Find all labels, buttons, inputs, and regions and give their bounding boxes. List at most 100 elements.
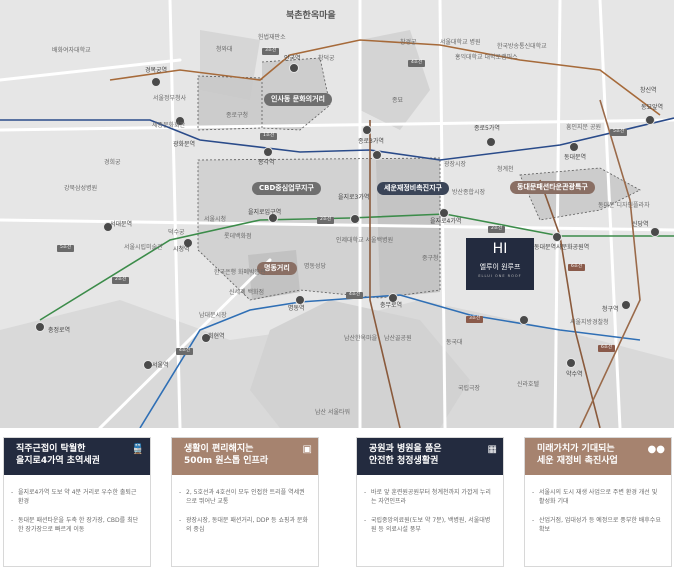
- station-label: 충정로역: [48, 327, 71, 334]
- shopping-bag-icon: ▣: [302, 444, 312, 455]
- place-label: 동대문 디자인플라자: [598, 202, 650, 209]
- place-label: 신라호텔: [517, 381, 540, 388]
- place-label: 경희궁: [104, 159, 121, 166]
- station-label: 종로5가역: [474, 125, 500, 132]
- place-label: 흥인지문 공원: [566, 124, 602, 131]
- card-item: 을지로4가역 도보 약 4분 거리로 우수한 출퇴근 환경: [11, 488, 140, 507]
- station-label: 종각역: [258, 159, 275, 166]
- station-dot: [143, 360, 153, 370]
- project-subtitle: ELLUI ONE ROOF: [478, 274, 522, 278]
- place-label: 배화여자대학교: [52, 47, 91, 54]
- card-title-line2: 세운 재정비 촉진사업: [537, 455, 618, 466]
- card-item: 산업거점, 업대성가 등 예정으로 풍부한 배후수요 확보: [532, 516, 661, 535]
- line-tag: 1호선: [260, 133, 278, 140]
- station-dot: [566, 358, 576, 368]
- place-label: 종묘: [392, 97, 404, 104]
- station-dot: [183, 238, 193, 248]
- station-label: 을지로4가역: [430, 218, 462, 225]
- place-label: 서울대학교 병원: [440, 39, 481, 46]
- station-label: 을지로입구역: [248, 209, 282, 216]
- card-header: 직주근접이 탁월한 을지로4가역 초역세권 🚆: [4, 438, 150, 475]
- place-label: 인제대학교 서울백병원: [336, 237, 394, 244]
- place-label: 청와대: [216, 46, 233, 53]
- insadong-badge: 인사동 문화의거리: [264, 93, 332, 106]
- place-label: 방산종합시장: [452, 189, 486, 196]
- station-label: 서울역: [152, 362, 169, 369]
- station-label: 동대문역: [564, 154, 587, 161]
- area-map: 북촌한옥마을 인사동 문화의거리 CBD중심업무지구 세운재정비촉진지구 동대문…: [0, 0, 674, 428]
- place-label: 서울지방경찰청: [570, 319, 609, 326]
- station-label: 서대문역: [110, 221, 133, 228]
- place-label: 덕수궁: [168, 229, 185, 236]
- place-label: 창덕궁: [318, 55, 335, 62]
- line-tag: 2호선: [112, 277, 130, 284]
- place-label: 광장시장: [444, 161, 467, 168]
- station-dot: [362, 125, 372, 135]
- place-label: 한국방송통신대학교: [497, 43, 547, 50]
- station-dot: [35, 322, 45, 332]
- station-label: 약수역: [566, 371, 583, 378]
- card-item: 2, 5호선과 4호선이 모두 인접한 트리플 역세권으로 뛰어난 교통: [179, 488, 308, 507]
- card-title-line2: 을지로4가역 초역세권: [16, 455, 100, 466]
- station-dot: [295, 295, 305, 305]
- station-label: 종로3가역: [358, 138, 384, 145]
- feature-card-future: 미래가치가 기대되는 세운 재정비 촉진사업 ●● 서울시의 도시 재생 사업으…: [524, 437, 672, 567]
- place-label: 강북삼성병원: [64, 185, 98, 192]
- card-header: 생활이 편리해지는 500m 원스톱 인프라 ▣: [172, 438, 318, 475]
- station-label: 경복궁역: [145, 67, 168, 74]
- line-tag: 2호선: [317, 217, 335, 224]
- station-label: 창신역: [640, 87, 657, 94]
- station-dot: [486, 137, 496, 147]
- station-label: 시청역: [173, 246, 190, 253]
- line-tag: 6호선: [568, 264, 586, 271]
- station-dot: [388, 293, 398, 303]
- card-item: 광장시장, 동대문 패션거리, DDP 등 쇼핑과 문화의 중심: [179, 516, 308, 535]
- card-title-line1: 공원과 병원을 품은: [369, 444, 442, 454]
- place-label: 창경궁: [400, 39, 417, 46]
- card-list: 서울시의 도시 재생 사업으로 주변 환경 개선 및 활성화 기대 산업거점, …: [525, 488, 671, 543]
- place-label: 중구청: [422, 255, 439, 262]
- place-label: 동국대: [446, 339, 463, 346]
- project-name: 엘루이 원루프: [479, 263, 521, 271]
- project-mark: HI: [492, 241, 508, 257]
- hospital-icon: ▦: [487, 444, 497, 455]
- station-label: 회현역: [208, 333, 225, 340]
- place-label: 롯데백화점: [224, 233, 252, 240]
- card-header: 미래가치가 기대되는 세운 재정비 촉진사업 ●●: [525, 438, 671, 475]
- place-label: 헌법재판소: [258, 34, 286, 41]
- project-logo: HI 엘루이 원루프 ELLUI ONE ROOF: [466, 238, 534, 290]
- cbd-badge: CBD중심업무지구: [252, 182, 321, 195]
- line-tag: 4호선: [408, 60, 426, 67]
- station-dot: [372, 150, 382, 160]
- station-dot: [151, 77, 161, 87]
- station-dot: [569, 142, 579, 152]
- station-label: 청구역: [602, 306, 619, 313]
- station-dot: [439, 208, 449, 218]
- place-label: 서울정부청사: [153, 95, 187, 102]
- place-label: 서울시청: [204, 216, 227, 223]
- card-title-line2: 500m 원스톱 인프라: [184, 455, 269, 466]
- line-tag: 5호선: [610, 129, 628, 136]
- people-icon: ●●: [647, 444, 665, 455]
- line-tag: 4호선: [346, 292, 364, 299]
- place-label: 청계천: [497, 166, 514, 173]
- feature-card-transit: 직주근접이 탁월한 을지로4가역 초역세권 🚆 을지로4가역 도보 약 4분 거…: [3, 437, 151, 567]
- station-label: 명동역: [288, 305, 305, 312]
- place-label: 남대문시장: [199, 312, 227, 319]
- station-dot: [552, 232, 562, 242]
- line-tag: 6호선: [598, 345, 616, 352]
- place-label: 서울시립미술관: [124, 244, 163, 251]
- line-tag: 5호선: [57, 245, 75, 252]
- place-label: 세종문화회관: [152, 122, 186, 129]
- station-label: 신당역: [632, 221, 649, 228]
- card-item: 동대문 패션타운을 두축 한 장가장, CBD를 최단 한 장가장으로 빠르게 …: [11, 516, 140, 535]
- card-header: 공원과 병원을 품은 안전한 청정생활권 ▦: [357, 438, 503, 475]
- station-dot: [103, 222, 113, 232]
- card-item: 바로 앞 훈련원공원부터 청계천까지 가깝게 누리는 자연인프라: [364, 488, 493, 507]
- place-label: 한국은행 화폐박물관: [214, 269, 266, 276]
- card-title-line1: 직주근접이 탁월한: [16, 444, 86, 454]
- station-label: 동묘앞역: [641, 104, 664, 111]
- card-list: 바로 앞 훈련원공원부터 청계천까지 가깝게 누리는 자연인프라 국립중앙의료원…: [357, 488, 503, 543]
- station-dot: [289, 63, 299, 73]
- place-label: 명동성당: [304, 263, 327, 270]
